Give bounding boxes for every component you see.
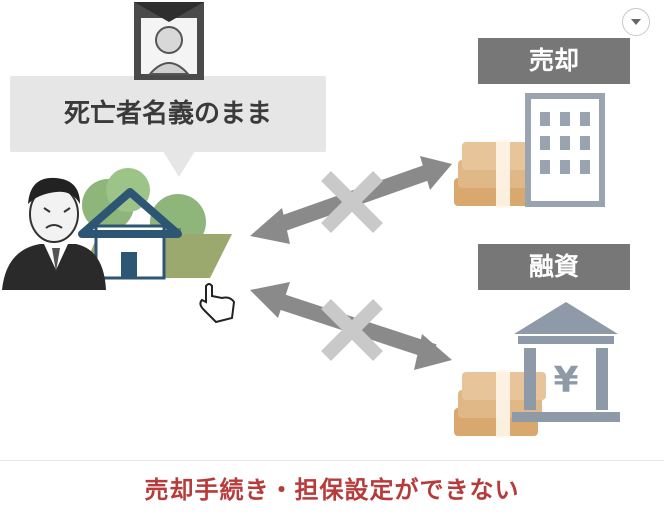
cross-icon (321, 299, 383, 361)
man-icon (2, 177, 106, 290)
dropdown-toggle[interactable] (622, 8, 650, 36)
building-icon (525, 93, 605, 207)
bubble-tail (163, 151, 195, 177)
loan-label: 融資 (478, 244, 630, 290)
speech-bubble: 死亡者名義のまま (10, 76, 326, 152)
cross-icon (321, 171, 383, 233)
chevron-down-icon (631, 19, 641, 25)
house-icon (78, 188, 182, 280)
sell-label: 売却 (478, 38, 630, 84)
hand-cursor-icon (199, 283, 236, 324)
yen-symbol: ¥ (553, 360, 578, 401)
scene-graphics: ¥ (2, 2, 620, 438)
bank-icon (512, 302, 620, 422)
caption-text: 売却手続き・担保設定ができない (144, 476, 520, 504)
portrait-icon (134, 2, 204, 80)
bubble-text: 死亡者名義のまま (63, 99, 272, 129)
